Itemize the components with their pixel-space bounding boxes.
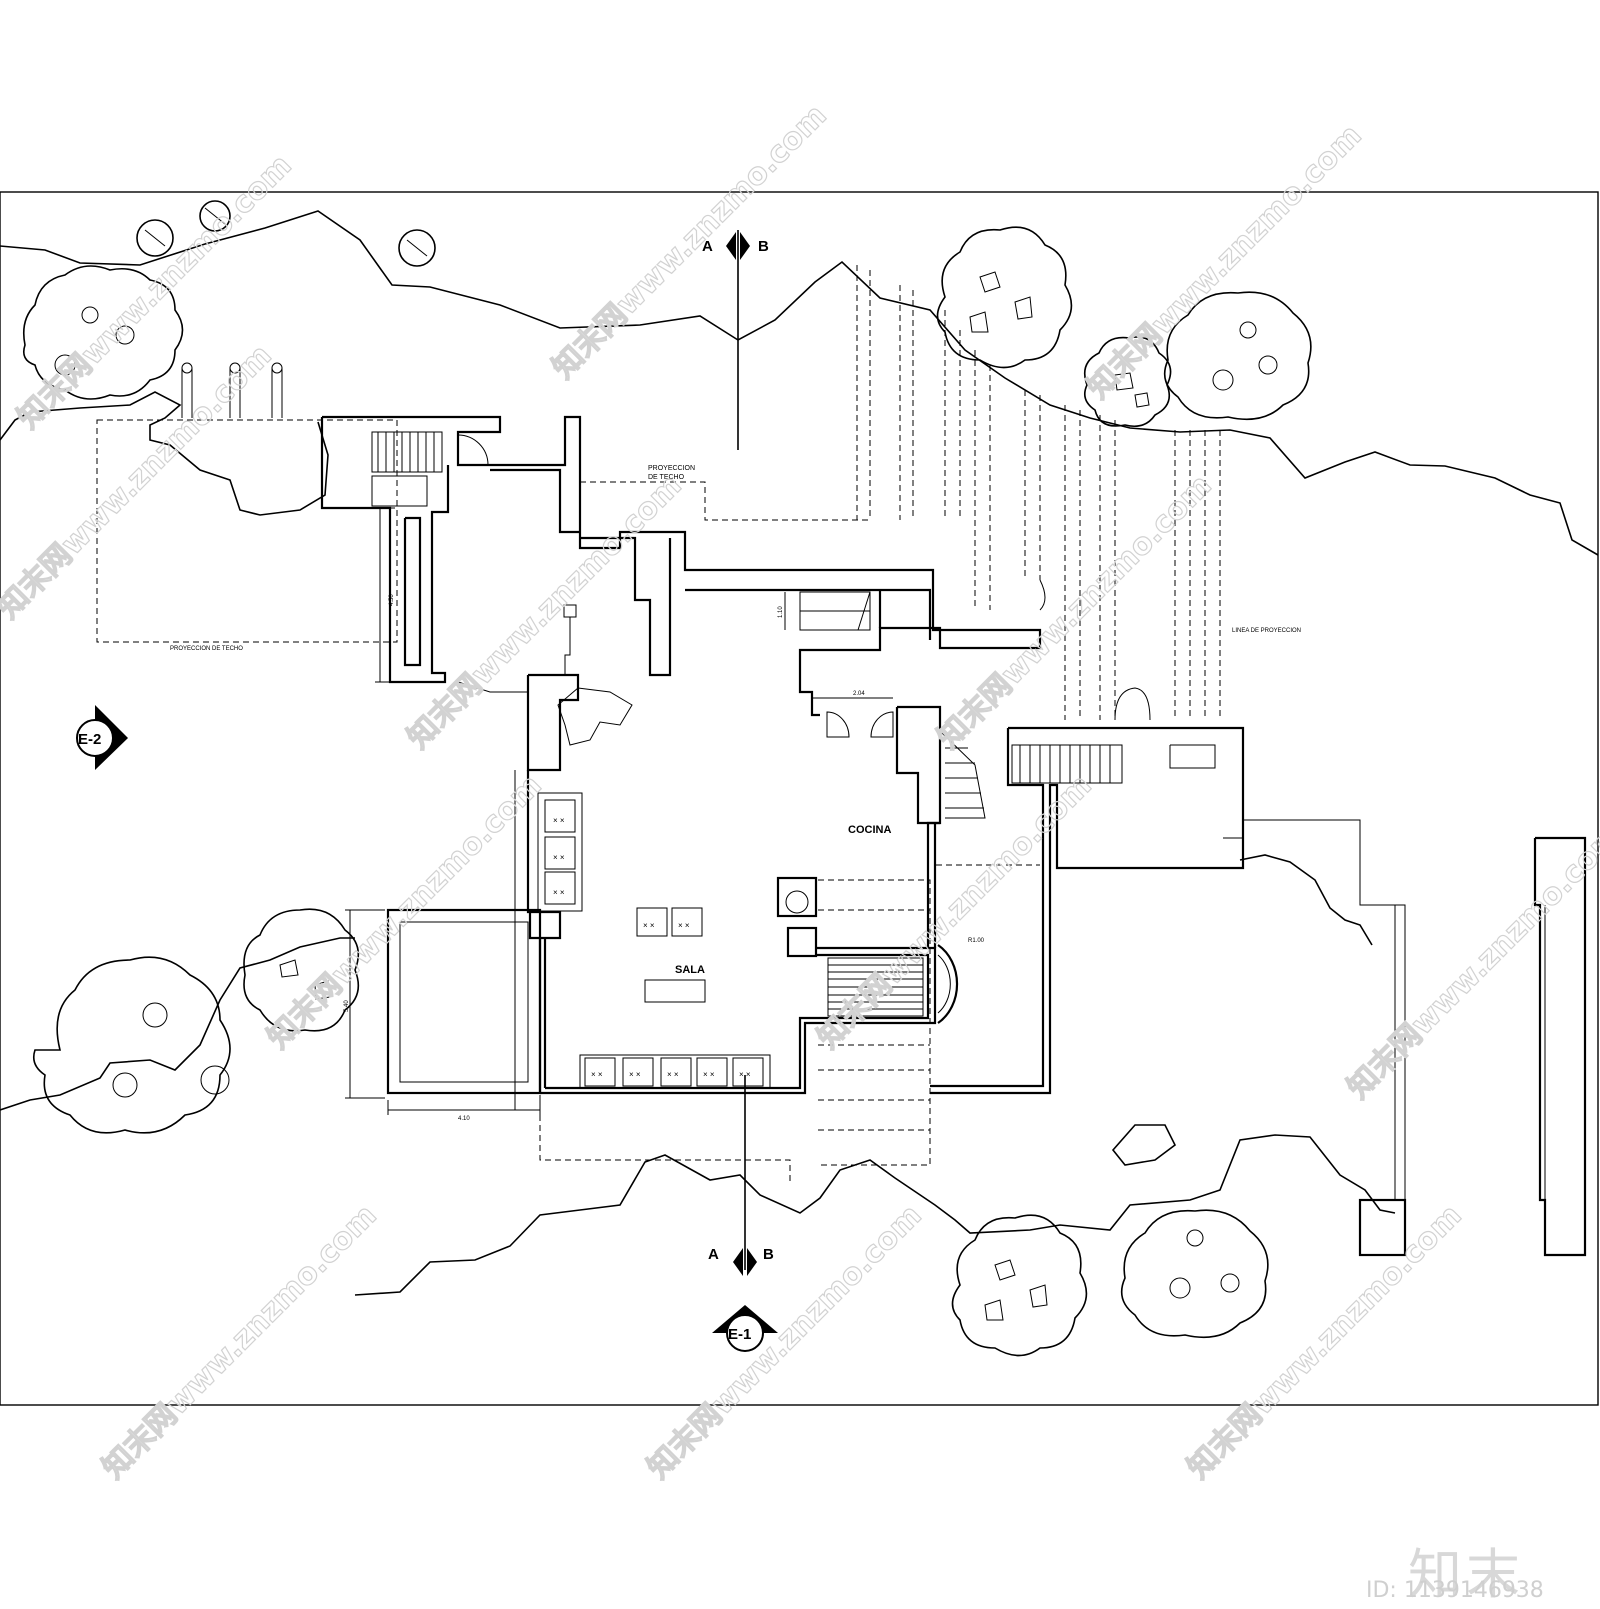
section-marker-bottom: A B: [708, 1246, 774, 1276]
section-marker-bottom-b: B: [763, 1246, 774, 1263]
elevation-marker-e2: E-2: [76, 705, 128, 770]
watermark-text: 知末网www.znzmo.com: [546, 98, 834, 386]
dimension-text-4: 5.40: [344, 1000, 350, 1012]
terrain-lines: [0, 210, 1599, 1296]
section-marker-bottom-a: A: [708, 1246, 719, 1263]
svg-text:× ×: × ×: [591, 1070, 603, 1079]
roof-projection-lines: [96, 265, 1221, 1183]
dimension-text-1: 4.50: [389, 594, 395, 606]
room-label-sala: SALA: [675, 964, 705, 976]
sheet-border: [0, 191, 1599, 1406]
watermark-text: 知末网www.znzmo.com: [1081, 118, 1369, 406]
watermark-image-id: ID: 1139146938: [1366, 1578, 1544, 1603]
section-marker-top: A B: [702, 232, 769, 260]
elevation-marker-e2-label: E-2: [78, 731, 101, 748]
watermark-text: 知末网www.znzmo.com: [261, 768, 549, 1056]
stairs: [371, 431, 1123, 1017]
note-roof-projection-top-2: DE TECHO: [648, 474, 685, 481]
watermark-text: 知末网www.znzmo.com: [641, 1198, 929, 1486]
tree-icon: [951, 1214, 1088, 1357]
tree-icon: [22, 265, 184, 400]
furniture: × × × × × × × × × × × × × × × × × × × ×: [457, 604, 771, 1089]
svg-text:× ×: × ×: [643, 921, 655, 930]
note-projection-line: LINEA DE PROYECCION: [1232, 628, 1301, 634]
watermark-text: 知末网www.znzmo.com: [96, 1198, 384, 1486]
stair-treads-top-left: [377, 432, 435, 472]
watermark-text: 知末网www.znzmo.com: [1181, 1198, 1469, 1486]
note-roof-projection-top-1: PROYECCION: [648, 465, 695, 472]
dimension-lines: [345, 507, 893, 1115]
elevation-marker-e1: E-1: [712, 1305, 778, 1352]
svg-text:× ×: × ×: [629, 1070, 641, 1079]
room-label-cocina: COCINA: [848, 824, 891, 836]
building-walls: [181, 362, 1587, 1257]
dimension-text-3: 2.04: [853, 691, 865, 697]
tree-icon: [936, 226, 1073, 369]
tree-icon: [243, 908, 360, 1032]
watermark-brand: 知末: [1408, 1543, 1524, 1606]
svg-text:× ×: × ×: [553, 816, 565, 825]
section-cut-lines: [737, 230, 746, 1270]
section-marker-top-a: A: [702, 238, 713, 255]
doors: [457, 434, 894, 738]
dimension-text-2: 1.10: [778, 606, 784, 618]
tree-symbols: [22, 200, 1312, 1357]
tree-icon: [1120, 1209, 1269, 1339]
watermark-overlay: 知末网www.znzmo.com 知末网www.znzmo.com 知末网www…: [0, 97, 1600, 1486]
svg-text:× ×: × ×: [553, 888, 565, 897]
svg-text:× ×: × ×: [678, 921, 690, 930]
dimension-text-6: R1.00: [968, 938, 985, 944]
svg-text:× ×: × ×: [703, 1070, 715, 1079]
svg-text:× ×: × ×: [667, 1070, 679, 1079]
elevation-marker-e1-label: E-1: [728, 1326, 751, 1343]
tree-icon: [32, 956, 231, 1134]
section-marker-top-b: B: [758, 238, 769, 255]
dimension-text-5: 4.10: [458, 1116, 470, 1122]
svg-text:× ×: × ×: [739, 1070, 751, 1079]
stair-treads-right: [1019, 745, 1111, 783]
tree-icon: [136, 200, 436, 267]
tree-icon: [1163, 291, 1312, 421]
watermark-text: 知末网www.znzmo.com: [811, 768, 1099, 1056]
note-roof-projection-left: PROYECCION DE TECHO: [170, 646, 243, 652]
svg-text:× ×: × ×: [553, 853, 565, 862]
watermark-text: 知末网www.znzmo.com: [1341, 818, 1600, 1106]
